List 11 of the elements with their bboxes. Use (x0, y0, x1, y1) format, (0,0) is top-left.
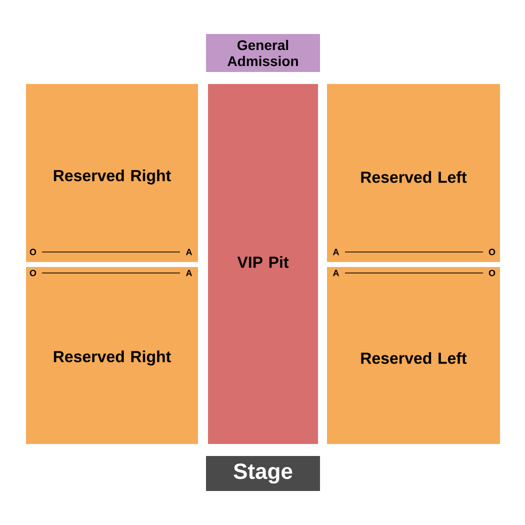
row-letter: O (488, 248, 496, 256)
row-letter: O (30, 248, 36, 256)
row-letter: O (30, 270, 36, 276)
row-letter: A (186, 270, 192, 276)
row-letter: O (488, 270, 496, 276)
row-letter: A (332, 270, 339, 276)
section-box: General Admission (206, 34, 320, 72)
section-box: VIP Pit (208, 84, 318, 444)
row-letter: A (186, 248, 192, 256)
row-letter: A (332, 248, 339, 256)
stage-box: Stage (206, 456, 320, 491)
